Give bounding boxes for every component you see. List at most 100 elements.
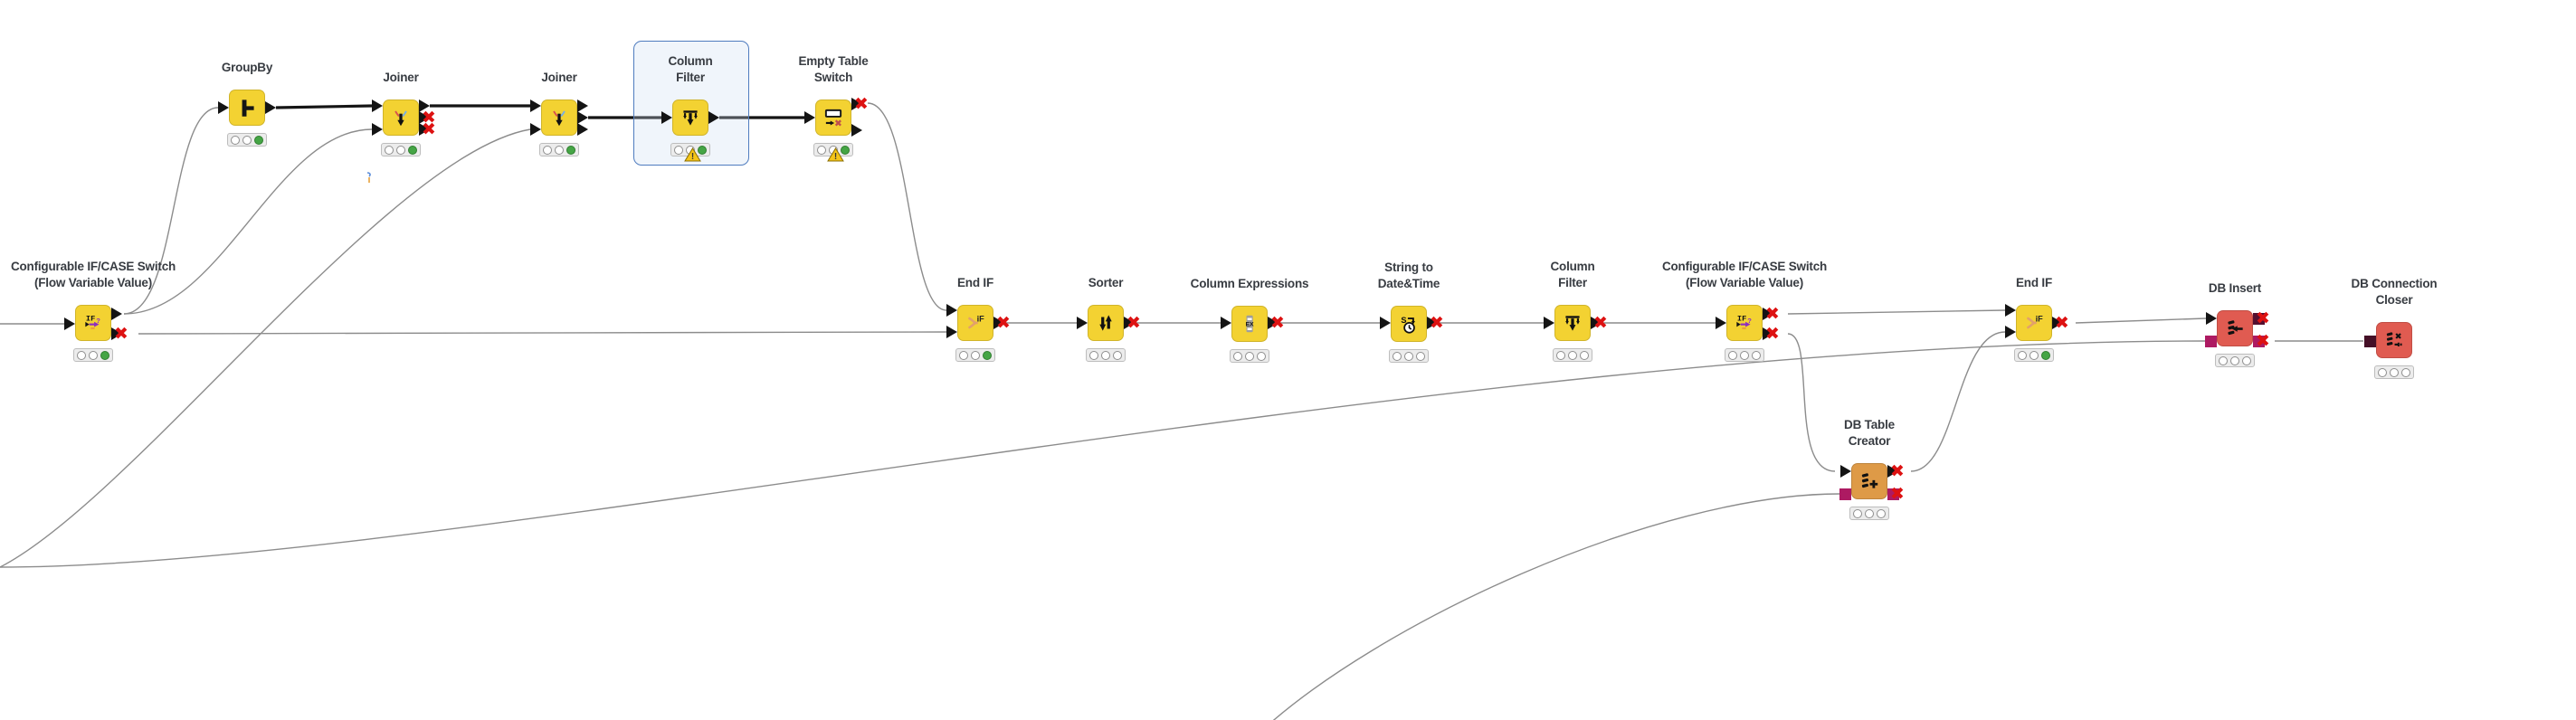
column-expressions-icon: EX <box>1246 315 1254 333</box>
output-port[interactable] <box>851 98 862 110</box>
output-port[interactable] <box>1763 327 1773 340</box>
output-port[interactable] <box>111 327 122 340</box>
output-port[interactable] <box>1124 317 1135 329</box>
node-body-colexpr[interactable]: EX <box>1231 306 1268 342</box>
input-port[interactable] <box>64 317 75 330</box>
input-port[interactable] <box>661 111 672 124</box>
input-port[interactable] <box>804 111 815 124</box>
traffic-light-endif1 <box>955 348 995 362</box>
input-port-db[interactable] <box>2205 335 2217 347</box>
node-dbinsert: DB Insert✖✖ <box>2205 281 2270 367</box>
traffic-light-joiner2 <box>539 143 579 156</box>
input-port[interactable] <box>530 99 541 112</box>
output-port-db[interactable] <box>1887 488 1899 500</box>
connection-groupby-to-joiner1[interactable] <box>275 104 373 109</box>
node-body-groupby[interactable] <box>229 90 265 126</box>
svg-text:S: S <box>1401 316 1406 325</box>
column-filter-icon <box>1565 316 1580 331</box>
connection-if1-to-joiner1[interactable] <box>123 128 373 315</box>
bendpoint-marker <box>366 172 373 185</box>
node-body-dbtc[interactable] <box>1851 463 1887 499</box>
output-port[interactable] <box>265 101 276 114</box>
output-port[interactable] <box>577 111 588 124</box>
traffic-dot-off <box>1568 350 1577 360</box>
node-body-s2dt[interactable]: S <box>1391 306 1427 342</box>
string-to-datetime-icon: S <box>1401 316 1415 334</box>
input-port[interactable] <box>530 123 541 136</box>
output-port[interactable] <box>577 99 588 112</box>
connection-dbtc-to-endif2[interactable] <box>1910 331 2006 472</box>
output-port[interactable] <box>419 111 430 124</box>
output-port[interactable] <box>1591 317 1602 329</box>
node-body-colfilter2[interactable] <box>1554 305 1591 341</box>
input-port[interactable] <box>2206 312 2217 325</box>
output-port[interactable] <box>1887 465 1898 478</box>
node-body-endif2[interactable]: iF <box>2016 305 2052 341</box>
traffic-dot-green <box>2041 350 2050 360</box>
input-port[interactable] <box>2005 304 2016 317</box>
node-body-ets[interactable] <box>815 99 851 136</box>
connection-ets-to-endif1[interactable] <box>867 102 947 311</box>
input-port-db[interactable] <box>1839 488 1851 500</box>
output-port[interactable] <box>708 111 719 124</box>
db-connection-closer-icon <box>2386 332 2402 347</box>
node-body-joiner2[interactable] <box>541 99 577 136</box>
traffic-dot-off <box>1113 350 1122 360</box>
input-port[interactable] <box>1840 465 1851 478</box>
input-port-db[interactable] <box>2364 335 2376 347</box>
groupby-icon <box>242 99 254 117</box>
output-port-db[interactable] <box>2253 335 2265 347</box>
output-port[interactable] <box>851 124 862 137</box>
connection-offscreen-lower-left-to-joiner2[interactable] <box>0 128 531 568</box>
end-if-icon: iF <box>967 314 984 329</box>
connection-if1-to-endif1[interactable] <box>138 331 947 335</box>
connection-offscreen-bottom-to-dbtc[interactable] <box>1258 493 1840 720</box>
node-body-if2[interactable]: IF? <box>1726 305 1763 341</box>
input-port[interactable] <box>218 101 229 114</box>
input-port[interactable] <box>946 326 957 338</box>
connection-offscreen-lower-left-to-dbinsert[interactable] <box>0 340 2206 568</box>
traffic-dot-off <box>1877 508 1886 518</box>
output-port[interactable] <box>419 123 430 136</box>
input-port[interactable] <box>372 99 383 112</box>
output-port[interactable] <box>419 99 430 112</box>
connection-endif2-to-dbinsert[interactable] <box>2075 317 2207 324</box>
input-port[interactable] <box>372 123 383 136</box>
node-body-dbinsert[interactable] <box>2217 310 2253 346</box>
connection-if1-to-groupby[interactable] <box>123 107 219 315</box>
node-body-endif1[interactable]: iF <box>957 305 993 341</box>
input-port[interactable] <box>2005 326 2016 338</box>
connection-if2-to-dbtc[interactable] <box>1787 333 1836 472</box>
traffic-dot-off <box>1245 351 1254 361</box>
output-port[interactable] <box>1268 317 1278 329</box>
svg-text:?: ? <box>1747 317 1752 325</box>
input-port[interactable] <box>1380 317 1391 329</box>
output-port[interactable] <box>2052 317 2063 329</box>
input-port[interactable] <box>1716 317 1726 329</box>
output-port[interactable] <box>111 308 122 320</box>
node-body-colfilter1[interactable] <box>672 99 708 136</box>
node-body-dbcloser[interactable] <box>2376 322 2412 358</box>
output-port[interactable] <box>1427 317 1438 329</box>
traffic-dot-off <box>1752 350 1761 360</box>
traffic-dot-off <box>1580 350 1589 360</box>
traffic-dot-green <box>100 350 109 360</box>
svg-text:IF: IF <box>86 314 95 323</box>
node-body-joiner1[interactable] <box>383 99 419 136</box>
input-port[interactable] <box>1077 317 1088 329</box>
node-body-sorter[interactable] <box>1088 305 1124 341</box>
input-port[interactable] <box>946 304 957 317</box>
output-port-db[interactable] <box>2253 312 2265 325</box>
output-port[interactable] <box>577 123 588 136</box>
input-port[interactable] <box>1544 317 1554 329</box>
node-body-if1[interactable]: IF? <box>75 305 111 341</box>
output-port[interactable] <box>993 317 1004 329</box>
output-port[interactable] <box>1763 308 1773 320</box>
connection-if2-to-endif2[interactable] <box>1787 309 2006 315</box>
input-port[interactable] <box>1221 317 1231 329</box>
